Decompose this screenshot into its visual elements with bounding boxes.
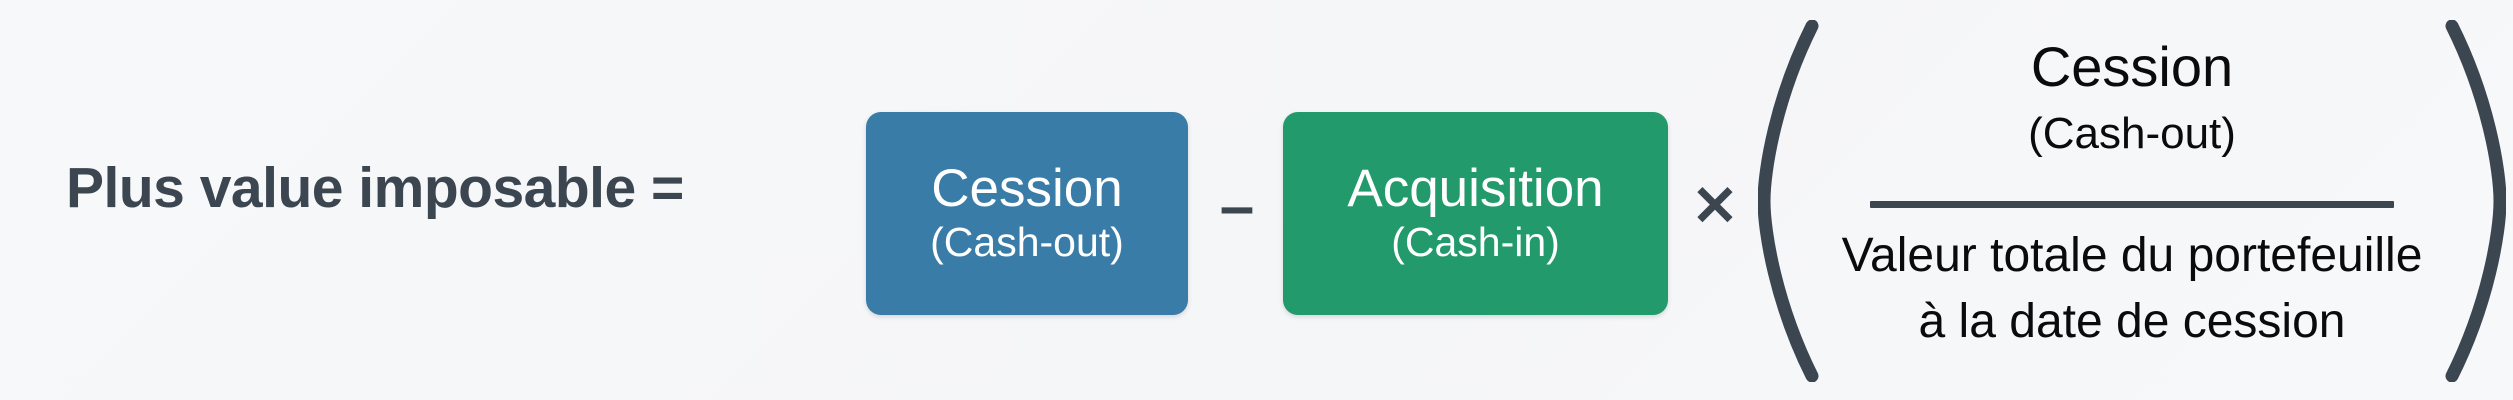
close-parenthesis-icon [2444, 20, 2506, 382]
multiply-operator-icon: ✕ [1691, 174, 1739, 237]
term-acquisition-sub-label: (Cash-in) [1391, 218, 1560, 265]
open-parenthesis-icon [1758, 20, 1820, 382]
term-acquisition-main-label: Acquisition [1347, 158, 1604, 218]
fraction-denominator-line2-label: à la date de cession [1918, 295, 2346, 348]
fraction-numerator-main-label: Cession [2030, 35, 2234, 98]
minus-operator-icon: – [1219, 172, 1255, 241]
term-box-cession: Cession (Cash-out) [866, 112, 1188, 315]
term-cession-sub-label: (Cash-out) [930, 218, 1124, 265]
fraction-group: Cession (Cash-out) Valeur totale du port… [1758, 20, 2506, 382]
fraction-denominator-line1-label: Valeur totale du portefeuille [1841, 229, 2423, 282]
fraction: Cession (Cash-out) Valeur totale du port… [1814, 20, 2450, 382]
fraction-bar [1870, 201, 2394, 208]
equation-left-label: Plus value imposable = [66, 156, 684, 220]
fraction-numerator-sub-label: (Cash-out) [2028, 109, 2236, 158]
term-box-acquisition: Acquisition (Cash-in) [1283, 112, 1668, 315]
term-cession-main-label: Cession [931, 158, 1123, 218]
